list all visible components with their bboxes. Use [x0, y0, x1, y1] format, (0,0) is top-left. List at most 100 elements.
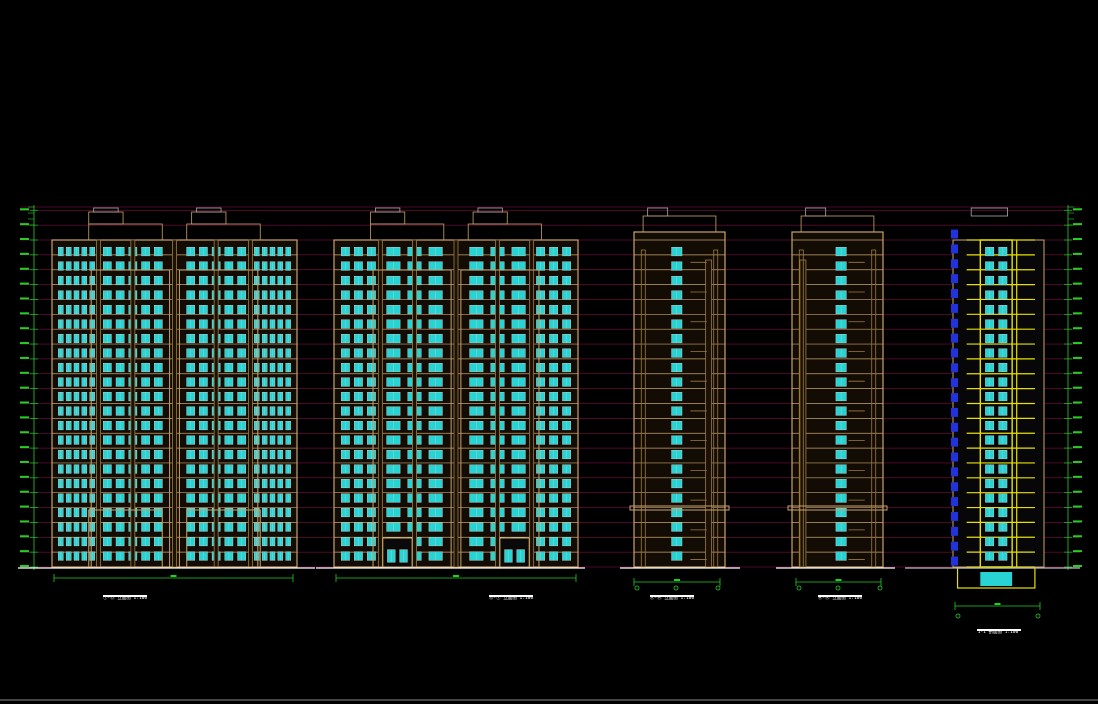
level-label-mark	[20, 505, 29, 508]
pilaster	[213, 239, 219, 568]
level-label-mark	[1073, 282, 1082, 285]
podium-cornice	[787, 505, 888, 511]
level-label-mark	[1073, 490, 1082, 493]
podium-cornice	[629, 505, 730, 511]
section-balcony	[951, 259, 958, 269]
level-label-mark	[1073, 460, 1082, 463]
grid-axis-bubble	[673, 585, 679, 591]
level-label-mark	[20, 312, 29, 315]
section-balcony	[951, 541, 958, 551]
level-label-mark	[1073, 505, 1082, 508]
level-label-mark	[20, 490, 29, 493]
section-balcony	[951, 422, 958, 432]
grid-axis-bubble	[796, 585, 802, 591]
caption-side-left: Ⓐ-Ⓗ 立面图 1:100	[650, 594, 694, 601]
level-label-mark	[1073, 297, 1082, 300]
grid-axis-bubble	[877, 585, 883, 591]
section-balcony	[951, 244, 958, 254]
caption-underline	[977, 629, 1021, 631]
section-balcony	[951, 333, 958, 343]
dimension-value-mark	[994, 603, 1001, 605]
section-balcony	[951, 512, 958, 521]
entrance-portal	[382, 537, 413, 568]
level-label-mark	[20, 460, 29, 463]
section-drawing[interactable]	[951, 207, 1045, 589]
level-label-mark	[20, 208, 29, 211]
caption-rear: ⑬-① 立面图 1:100	[489, 594, 533, 601]
podium-frame	[88, 509, 163, 568]
pilaster	[798, 249, 804, 568]
caption-underline	[103, 595, 147, 597]
pilaster	[96, 239, 101, 568]
pilaster	[412, 239, 417, 568]
section-balcony	[951, 378, 958, 388]
section-balcony	[951, 348, 958, 358]
section-balcony	[951, 363, 958, 373]
level-label-mark	[1073, 208, 1082, 211]
horizontal-dimensions	[53, 574, 1041, 631]
pilaster	[705, 259, 713, 568]
level-label-mark	[1073, 223, 1082, 226]
dimension-value-mark	[453, 575, 459, 577]
section-balcony	[951, 229, 958, 239]
basement-void	[980, 572, 1013, 586]
level-label-mark	[20, 371, 29, 374]
pilaster	[871, 249, 877, 568]
level-label-mark	[1073, 238, 1082, 240]
elevation-front[interactable]	[51, 207, 298, 568]
section-balcony	[951, 303, 958, 313]
grid-axis-bubble	[715, 585, 721, 591]
section-balcony	[951, 289, 958, 298]
section-balcony	[951, 467, 958, 477]
pilaster	[172, 239, 177, 568]
level-label-mark	[20, 327, 29, 330]
level-label-mark	[1073, 446, 1082, 449]
level-label-mark	[1073, 401, 1082, 404]
level-label-mark	[20, 475, 29, 478]
level-label-mark	[1073, 535, 1082, 538]
grid-axis-bubble	[835, 585, 841, 591]
level-label-mark	[20, 416, 29, 419]
dimension-value-mark	[674, 579, 680, 581]
section-balcony	[951, 497, 958, 507]
grid-axis-bubble	[1035, 613, 1041, 619]
level-label-mark	[1073, 520, 1082, 523]
caption-section: 1-1 剖面图 1:100	[978, 628, 1019, 635]
level-dimension-left	[20, 205, 38, 570]
elevation-side-left[interactable]	[629, 207, 730, 568]
pilaster	[453, 239, 459, 568]
level-label-mark	[20, 520, 29, 523]
roof-machine-room	[93, 207, 119, 213]
level-label-mark	[1073, 342, 1082, 345]
roof-machine-room	[196, 207, 222, 213]
caption-underline	[489, 595, 533, 597]
elevation-rear[interactable]	[333, 207, 579, 568]
caption-underline	[650, 595, 694, 597]
section-balcony	[951, 437, 958, 447]
level-label-mark	[1073, 267, 1082, 270]
level-label-mark	[20, 565, 29, 567]
pilaster	[130, 239, 136, 568]
roof-crown	[800, 215, 875, 233]
pilaster	[529, 239, 535, 568]
roof-crown	[642, 215, 717, 233]
section-balcony	[951, 556, 958, 566]
section-balcony	[951, 482, 958, 492]
roof-machine-room	[477, 207, 503, 213]
pilaster	[248, 239, 253, 568]
level-label-mark	[1073, 312, 1082, 315]
elevation-side-right[interactable]	[787, 207, 888, 568]
level-label-mark	[20, 238, 29, 240]
section-balcony	[951, 452, 958, 462]
roof-machine-room	[970, 207, 1009, 217]
level-label-mark	[1073, 356, 1082, 359]
level-label-mark	[20, 401, 29, 404]
level-label-mark	[20, 282, 29, 285]
level-label-mark	[20, 386, 29, 389]
level-label-mark	[1073, 416, 1082, 419]
grid-axis-bubble	[634, 585, 640, 591]
section-balcony	[951, 526, 958, 536]
level-label-mark	[20, 535, 29, 538]
dimension-value-mark	[835, 579, 842, 581]
